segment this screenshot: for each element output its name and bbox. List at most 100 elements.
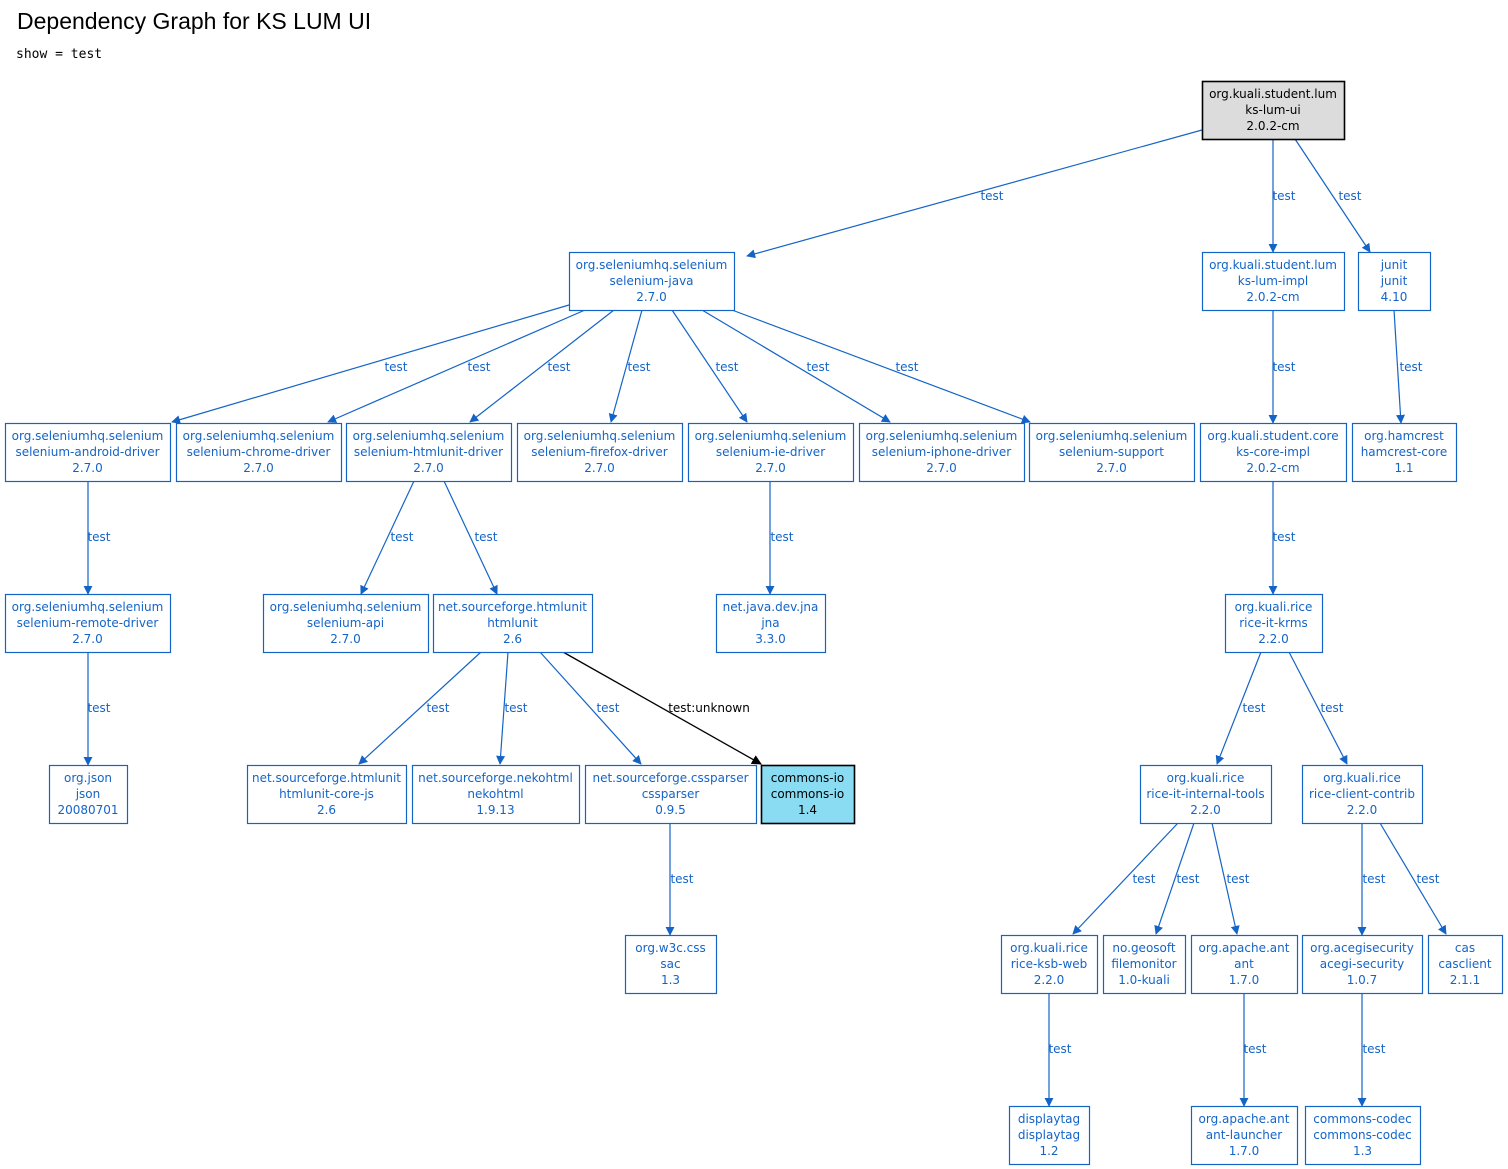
node-box [1008, 1105, 1091, 1166]
node-text-line: 2.7.0 [72, 461, 103, 475]
edge-htmlunit-to-cssparser [539, 651, 642, 765]
node-text-line: json [75, 787, 101, 801]
node-text-line: org.kuali.rice [1010, 941, 1088, 955]
edge-label: test [1362, 872, 1385, 886]
edge-krms-to-clientcontrib [1288, 651, 1348, 765]
node-text-line: 2.7.0 [584, 461, 615, 475]
node-box [760, 764, 856, 825]
node-corejs[interactable]: net.sourceforge.htmlunithtmlunit-core-js… [246, 764, 408, 825]
node-box [1139, 764, 1273, 825]
node-box [345, 422, 513, 483]
node-box [175, 422, 343, 483]
node-box [1199, 422, 1348, 483]
node-text-line: 1.1 [1394, 461, 1413, 475]
edge-root-to-seljava [746, 129, 1203, 259]
node-selremote[interactable]: org.seleniumhq.seleniumselenium-remote-d… [4, 593, 172, 654]
edge-seljava-to-seliphone [701, 309, 891, 423]
node-coreimpl[interactable]: org.kuali.student.coreks-core-impl2.0.2-… [1199, 422, 1348, 483]
node-text-line: selenium-java [609, 274, 693, 288]
node-box [1190, 934, 1299, 995]
node-box [1201, 251, 1346, 312]
node-selfirefox[interactable]: org.seleniumhq.seleniumselenium-firefox-… [516, 422, 684, 483]
node-text-line: 2.7.0 [72, 632, 103, 646]
node-text-line: 4.10 [1381, 290, 1408, 304]
node-text-line: casclient [1438, 957, 1491, 971]
edge-internaltools-to-ksbweb [1072, 822, 1179, 935]
edge-label: test [1226, 872, 1249, 886]
node-seljava[interactable]: org.seleniumhq.seleniumselenium-java2.7.… [568, 251, 736, 312]
node-selandroid[interactable]: org.seleniumhq.seleniumselenium-android-… [4, 422, 172, 483]
node-text-line: 2.7.0 [243, 461, 274, 475]
edge-seljava-to-selhtmlunit [469, 309, 615, 423]
node-text-line: net.sourceforge.nekohtml [418, 771, 573, 785]
edge-label: test [627, 360, 650, 374]
node-text-line: 2.6 [503, 632, 522, 646]
edge-seljava-to-selsupport [731, 309, 1031, 424]
node-text-line: selenium-chrome-driver [187, 445, 331, 459]
node-selchrome[interactable]: org.seleniumhq.seleniumselenium-chrome-d… [175, 422, 343, 483]
edge-root-to-junit [1294, 138, 1371, 253]
node-text-line: 2.7.0 [755, 461, 786, 475]
node-text-line: htmlunit [487, 616, 538, 630]
node-selhtmlunit[interactable]: org.seleniumhq.seleniumselenium-htmlunit… [345, 422, 513, 483]
node-text-line: org.acegisecurity [1310, 941, 1414, 955]
node-text-line: junit [1380, 258, 1408, 272]
node-text-line: filemonitor [1111, 957, 1176, 971]
edge-label: test [1320, 701, 1343, 715]
node-text-line: commons-codec [1313, 1128, 1411, 1142]
node-junit[interactable]: junit junit 4.10 [1357, 251, 1432, 312]
edge-label: test [474, 530, 497, 544]
node-text-line: junit [1380, 274, 1408, 288]
node-box [1028, 422, 1196, 483]
edge-label: test:unknown [668, 701, 750, 715]
node-text-line: 1.3 [1353, 1144, 1372, 1158]
node-text-line: 2.7.0 [330, 632, 361, 646]
node-text-line: org.seleniumhq.selenium [524, 429, 676, 443]
node-text-line: net.java.dev.jna [723, 600, 819, 614]
node-seliphone[interactable]: org.seleniumhq.seleniumselenium-iphone-d… [858, 422, 1026, 483]
page-title: Dependency Graph for KS LUM UI [17, 8, 372, 34]
edge-label: test [1132, 872, 1155, 886]
edge-selhtmlunit-to-selapi [360, 480, 415, 595]
node-box [4, 593, 172, 654]
node-text-line: 0.9.5 [655, 803, 686, 817]
node-text-line: org.hamcrest [1364, 429, 1444, 443]
edge-label: test [390, 530, 413, 544]
node-internaltools[interactable]: org.kuali.ricerice-it-internal-tools2.2.… [1139, 764, 1273, 825]
edge-label: test [87, 530, 110, 544]
edge-label: test [1338, 189, 1361, 203]
node-box [624, 934, 718, 995]
node-text-line: 2.0.2-cm [1246, 461, 1299, 475]
edge-clientcontrib-to-casclient [1379, 822, 1447, 935]
node-box [1304, 1105, 1422, 1166]
node-text-line: 2.7.0 [1096, 461, 1127, 475]
node-selie[interactable]: org.seleniumhq.seleniumselenium-ie-drive… [687, 422, 855, 483]
node-selsupport[interactable]: org.seleniumhq.seleniumselenium-support2… [1028, 422, 1196, 483]
node-text-line: org.seleniumhq.selenium [695, 429, 847, 443]
edge-htmlunit-to-corejs [358, 651, 482, 765]
edge-label: test [596, 701, 619, 715]
node-text-line: 1.7.0 [1229, 1144, 1260, 1158]
